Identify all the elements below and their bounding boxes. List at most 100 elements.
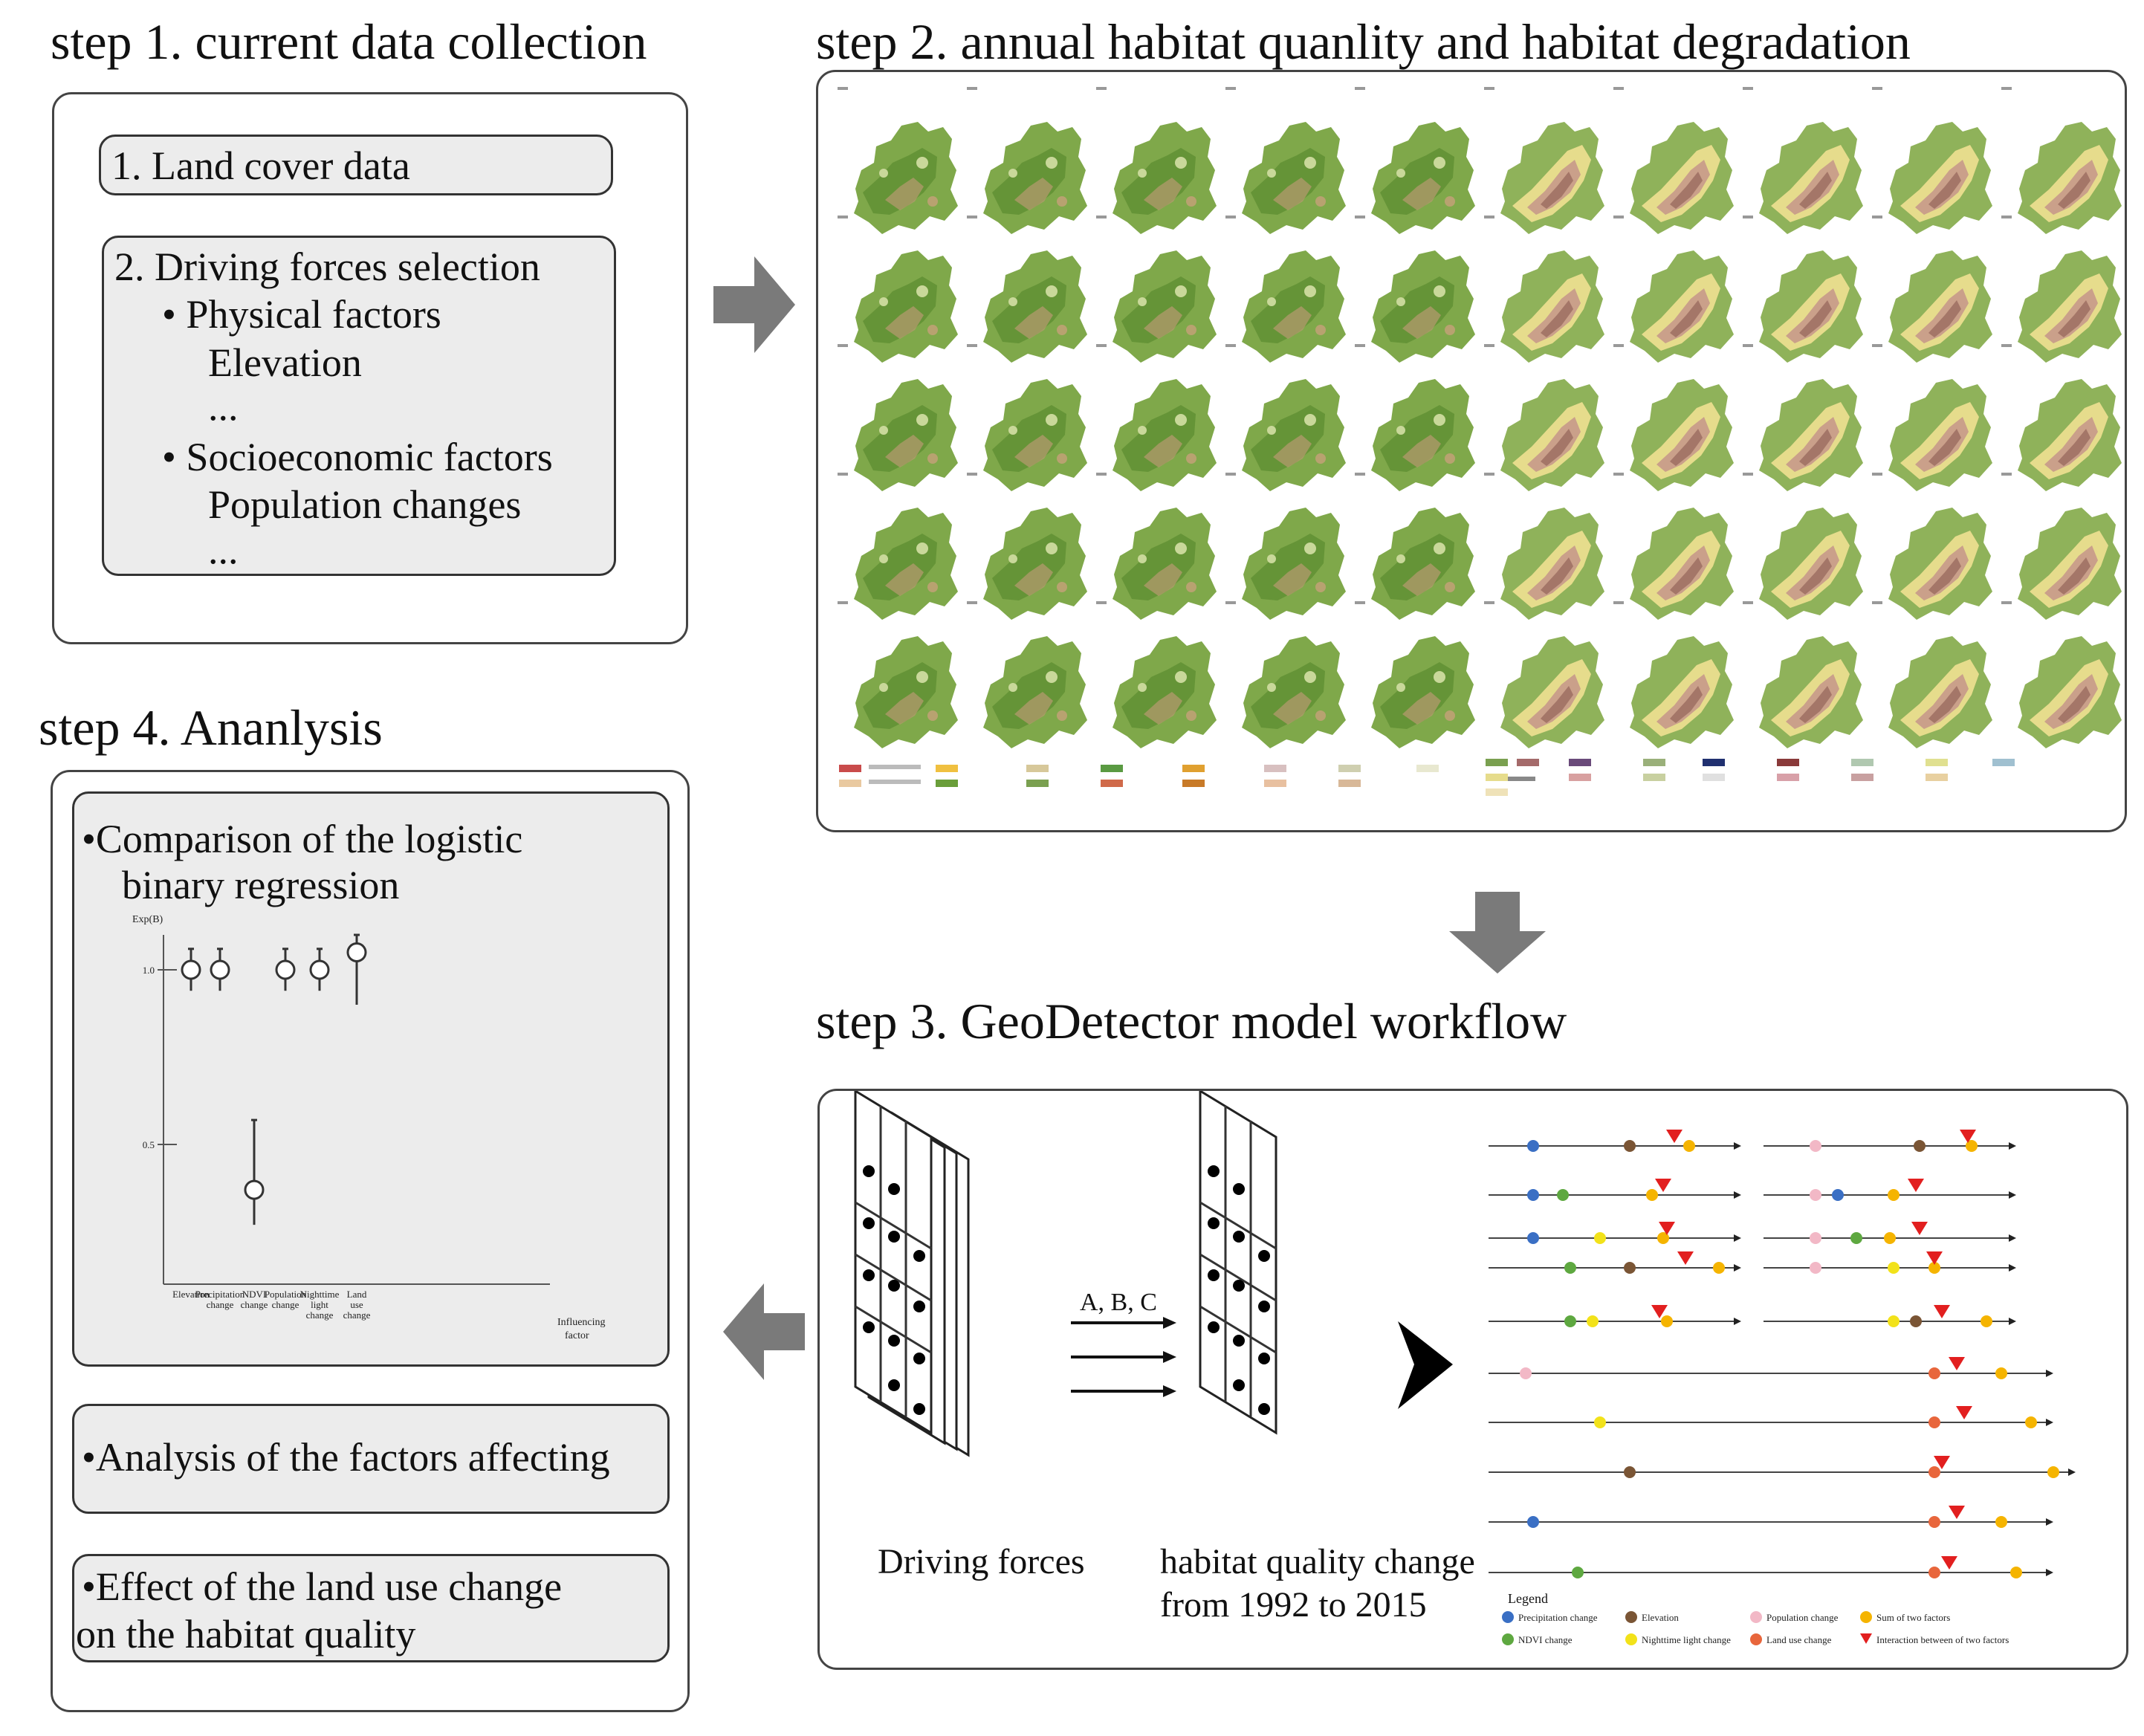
population-item: Population changes [208, 482, 522, 527]
habitat-quality-map [1371, 122, 1475, 234]
step4-title: step 4. Ananlysis [39, 699, 383, 756]
legend-title: Legend [1508, 1591, 1548, 1606]
land-cover-label: 1. Land cover data [111, 143, 410, 188]
hq-change-label-1: habitat quality change [1160, 1542, 1475, 1581]
factors-box: •Analysis of the factors affecting [72, 1404, 670, 1514]
interaction-row [1764, 1251, 2016, 1274]
habitat-quality-map [1113, 508, 1217, 620]
habitat-degradation-map [2018, 122, 2122, 234]
play-arrow-icon [1398, 1321, 1453, 1409]
geodetector-legend: Precipitation change Elevation Population … [1502, 1611, 2009, 1645]
interaction-row [1489, 1130, 1741, 1152]
habitat-quality-sheet [1199, 1091, 1277, 1435]
step2-title: step 2. annual habitat quanlity and habi… [816, 13, 1911, 70]
interaction-row [1489, 1406, 2053, 1428]
interaction-row [1489, 1357, 2053, 1379]
habitat-quality-map [854, 122, 958, 234]
legend-item: Population change [1750, 1611, 1839, 1623]
physical-factors: • Physical factors [162, 292, 441, 337]
chart-xlabel-2: factor [565, 1330, 589, 1341]
habitat-quality-map [1113, 250, 1217, 363]
land-use-effect-line2: on the habitat quality [76, 1612, 416, 1656]
habitat-degradation-map [2018, 636, 2122, 748]
habitat-quality-map [983, 508, 1087, 620]
regression-chart: Exp(B) Influencing factor 1.0 0.5Elevatio… [132, 914, 606, 1341]
transfer-arrows [1071, 1317, 1176, 1397]
interaction-plots [1489, 1130, 2076, 1578]
legend-item: Sum of two factors [1860, 1611, 1950, 1623]
chart-xlabel-1: Influencing [557, 1317, 606, 1328]
legend-item: Elevation [1625, 1611, 1679, 1623]
habitat-quality-map [1113, 122, 1217, 234]
land-use-effect-line1: •Effect of the land use change [82, 1564, 563, 1609]
habitat-degradation-map [2018, 379, 2122, 491]
habitat-quality-map [1242, 379, 1346, 491]
habitat-degradation-map [1759, 379, 1863, 491]
habitat-quality-map [983, 379, 1087, 491]
legend-item: Nighttime light change [1625, 1633, 1731, 1645]
svg-text:Land use change: Land use change [1766, 1634, 1832, 1645]
habitat-degradation-map [1630, 122, 1734, 234]
svg-text:Sum of two factors: Sum of two factors [1876, 1612, 1950, 1623]
habitat-quality-map [854, 379, 958, 491]
point-estimate [275, 959, 296, 980]
point-estimate [244, 1179, 265, 1200]
habitat-degradation-map [1500, 636, 1604, 748]
step3-panel: Precipitation change Elevation Population … [817, 1089, 2128, 1670]
regression-line2: binary regression [122, 863, 400, 907]
point-estimate [210, 959, 230, 980]
habitat-degradation-map [2018, 508, 2122, 620]
step2-panel [816, 70, 2127, 832]
habitat-quality-map [1113, 636, 1217, 748]
habitat-quality-map [1242, 122, 1346, 234]
arrow-right-icon [713, 256, 795, 353]
svg-text:Nighttime light change: Nighttime light change [1642, 1634, 1731, 1645]
svg-text:Interaction between of two fac: Interaction between of two factors [1876, 1634, 2009, 1645]
interaction-row [1764, 1179, 2016, 1201]
step1-panel: 1. Land cover data 2. Driving forces sel… [52, 92, 688, 644]
point-estimate [181, 959, 201, 980]
hq-change-label-2: from 1992 to 2015 [1160, 1585, 1427, 1625]
habitat-degradation-map [1888, 508, 1992, 620]
step4-panel: •Comparison of the logistic binary regre… [51, 770, 690, 1712]
interaction-row [1489, 1251, 1741, 1274]
driving-forces-stack [854, 1091, 970, 1457]
habitat-degradation-map [1888, 122, 1992, 234]
legend-item: Land use change [1750, 1633, 1832, 1645]
habitat-degradation-map [1630, 636, 1734, 748]
habitat-quality-map [1371, 508, 1475, 620]
habitat-quality-map [1242, 636, 1346, 748]
y-tick-label: 0.5 [143, 1139, 155, 1150]
legend-item: NDVI change [1502, 1633, 1573, 1645]
habitat-degradation-map [1500, 250, 1604, 363]
habitat-degradation-map [1888, 636, 1992, 748]
habitat-quality-map [1371, 636, 1475, 748]
elevation-item: Elevation [208, 340, 362, 385]
interaction-row [1489, 1556, 2053, 1578]
habitat-degradation-map [1500, 122, 1604, 234]
x-tick-label: Elevation [172, 1289, 210, 1300]
chart-ylabel: Exp(B) [132, 914, 163, 925]
habitat-degradation-map [1888, 379, 1992, 491]
land-use-effect-box: •Effect of the land use change on the ha… [72, 1554, 670, 1662]
habitat-map-grid [838, 87, 2122, 796]
driving-forces-box: 2. Driving forces selection • Physical f… [102, 236, 616, 576]
driving-forces-title: 2. Driving forces selection [114, 244, 540, 289]
habitat-degradation-map [1630, 250, 1734, 363]
interaction-row [1489, 1179, 1741, 1201]
land-cover-box: 1. Land cover data [99, 135, 613, 195]
chart-axes [158, 935, 550, 1285]
y-tick-label: 1.0 [143, 965, 155, 976]
habitat-quality-map [983, 636, 1087, 748]
interaction-row [1489, 1305, 1741, 1327]
factors-label: •Analysis of the factors affecting [82, 1435, 610, 1480]
habitat-degradation-map [1759, 508, 1863, 620]
legend-item: Precipitation change [1502, 1611, 1598, 1623]
habitat-quality-map [1371, 250, 1475, 363]
arrow-left-icon [723, 1283, 805, 1380]
